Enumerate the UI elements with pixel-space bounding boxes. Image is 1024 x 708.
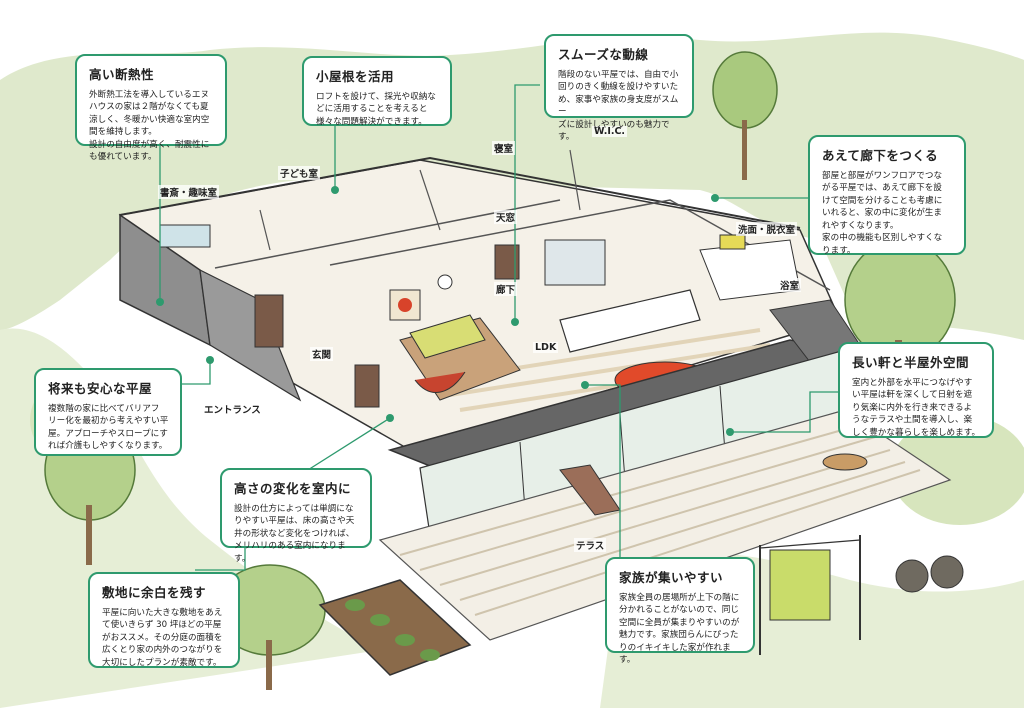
room-label-hallway: 廊下 <box>494 282 518 296</box>
callout-corridor: あえて廊下をつくる 部屋と部屋がワンフロアでつな がる平屋では、あえて廊下を設 … <box>808 135 966 256</box>
room-label-washroom: 洗面・脱衣室 <box>736 222 798 236</box>
garden-stools <box>895 555 964 593</box>
callout-site: 敷地に余白を残す 平屋に向いた大きな敷地をあえ て使いきらず 30 坪ほどの平屋… <box>88 572 240 668</box>
callout-title: 小屋根を活用 <box>316 69 395 84</box>
room-label-bath: 浴室 <box>778 278 802 292</box>
room-label-entrance: エントランス <box>202 402 263 416</box>
callout-title: あえて廊下をつくる <box>822 148 939 163</box>
house-structure <box>118 149 871 536</box>
callout-body: 階段のない平屋では、自由で小 回りのきく動線を設けやすいた め、家事や家族の身支… <box>558 70 679 143</box>
callout-family: 家族が集いやすい 家族全員の居場所が上下の階に 分かれることがないので、同じ 空… <box>605 557 755 665</box>
callout-body: 家族全員の居場所が上下の階に 分かれることがないので、同じ 空間に全員が集まりや… <box>619 593 740 666</box>
room-label-terrace: テラス <box>574 538 607 552</box>
clothesline <box>759 535 861 655</box>
callout-title: 高い断熱性 <box>89 67 155 82</box>
callout-body: 部屋と部屋がワンフロアでつな がる平屋では、あえて廊下を設 けて空間を分けること… <box>822 171 943 256</box>
callout-eaves: 長い軒と半屋外空間 室内と外部を水平につなげやす い平屋は軒を深くして日射を遮 … <box>838 342 994 438</box>
callout-title: 高さの変化を室内に <box>234 481 352 496</box>
callout-title: 敷地に余白を残す <box>102 585 207 600</box>
callout-body: ロフトを設けて、採光や収納な どに活用することを考えると 様々な問題解決ができま… <box>316 92 436 127</box>
room-label-ldk: LDK <box>533 342 559 353</box>
callout-title: 家族が集いやすい <box>619 570 724 585</box>
callout-body: 平屋に向いた大きな敷地をあえ て使いきらず 30 坪ほどの平屋 がおススメ。その… <box>102 608 223 668</box>
callout-body: 外断熱工法を導入しているエヌ ハウスの家は２階がなくても夏 涼しく、冬暖かい快適… <box>89 90 210 163</box>
room-label-wic: W.I.C. <box>592 126 628 137</box>
callout-height: 高さの変化を室内に 設計の仕方によっては単調にな りやすい平屋は、床の高さや天 … <box>220 468 372 564</box>
callout-barrier-free: 将来も安心な平屋 複数階の家に比べてバリアフ リー化を最初から考えやすい平 屋。… <box>34 368 182 456</box>
terrace-deck <box>378 409 952 641</box>
callout-title: 長い軒と半屋外空間 <box>852 355 970 370</box>
room-label-bedroom: 寝室 <box>492 141 516 155</box>
callout-title: スムーズな動線 <box>558 47 649 62</box>
callout-insulation: 高い断熱性 外断熱工法を導入しているエヌ ハウスの家は２階がなくても夏 涼しく、… <box>75 54 227 162</box>
callout-body: 複数階の家に比べてバリアフ リー化を最初から考えやすい平 屋。アプローチやスロー… <box>48 404 169 452</box>
room-label-genkan: 玄関 <box>310 347 334 361</box>
room-label-skylight: 天窓 <box>494 210 518 224</box>
callout-body: 設計の仕方によっては単調にな りやすい平屋は、床の高さや天 井の形状など変化をつ… <box>234 504 355 564</box>
callout-body: 室内と外部を水平につなげやす い平屋は軒を深くして日射を遮 り気楽に内外を行き来… <box>852 378 981 438</box>
callout-loft: 小屋根を活用 ロフトを設けて、採光や収納な どに活用することを考えると 様々な問… <box>302 56 452 127</box>
room-label-kids: 子ども室 <box>278 166 321 180</box>
callout-title: 将来も安心な平屋 <box>48 381 153 396</box>
callout-flow: スムーズな動線 階段のない平屋では、自由で小 回りのきく動線を設けやすいた め、… <box>544 34 694 142</box>
room-label-study: 書斎・趣味室 <box>158 185 220 199</box>
garden-bed <box>318 579 472 676</box>
